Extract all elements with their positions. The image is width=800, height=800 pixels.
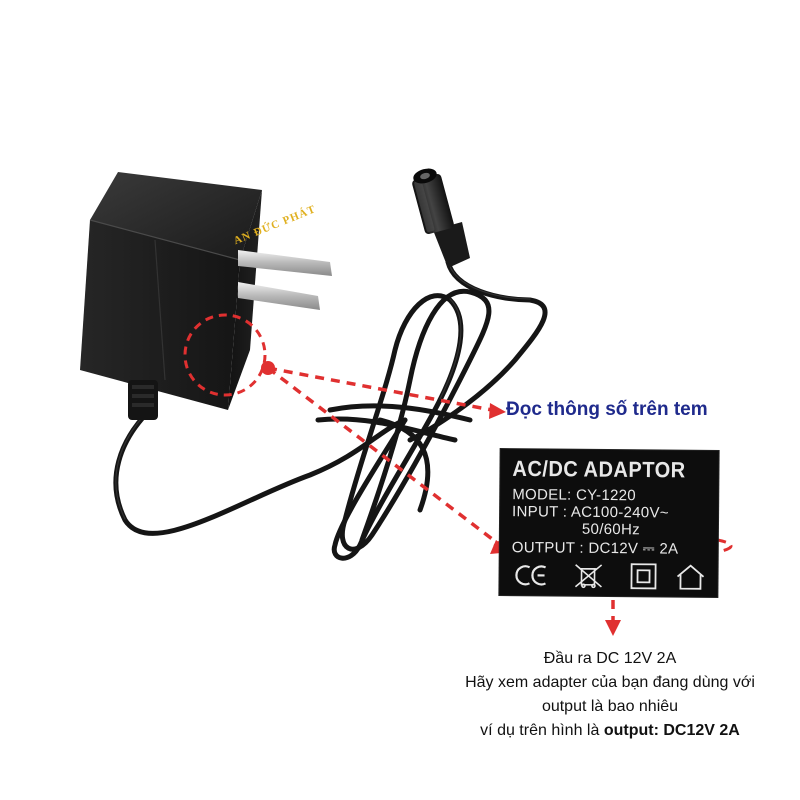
read-sticker-label: Đọc thông số trên tem [506, 399, 708, 420]
adapter-body [80, 172, 262, 420]
caption-example-bold: output: DC12V 2A [603, 722, 740, 739]
caption-example: ví dụ trên hình là output: DC12V 2A [420, 722, 800, 740]
caption-output-spec: Đầu ra DC 12V 2A [543, 650, 677, 667]
indoor-use-house-icon [676, 564, 705, 590]
sticker-model: MODEL: CY-1220 [512, 486, 637, 505]
caption-instruction: Hãy xem adapter của bạn đang dùng với [465, 674, 755, 691]
certification-icons [515, 563, 705, 590]
weee-bin-icon [574, 564, 603, 589]
caption-instruction-cont: output là bao nhiêu [541, 698, 679, 715]
callout-ellipse-adapter [183, 313, 267, 397]
sticker-frequency: 50/60Hz [581, 520, 641, 539]
sticker-title: AC/DC ADAPTOR [512, 457, 686, 483]
sticker-output: OUTPUT : DC12V ⎓ 2A [511, 539, 679, 558]
double-insulation-icon [630, 563, 657, 590]
rating-sticker: AC/DC ADAPTOR MODEL: CY-1220 INPUT : AC1… [499, 449, 719, 597]
plug-prongs [238, 250, 332, 310]
ce-mark-icon [515, 565, 547, 586]
caption-example-prefix: ví dụ trên hình là [480, 722, 604, 739]
sticker-input: INPUT : AC100-240V~ [512, 503, 669, 522]
dc-barrel-plug [412, 168, 470, 268]
